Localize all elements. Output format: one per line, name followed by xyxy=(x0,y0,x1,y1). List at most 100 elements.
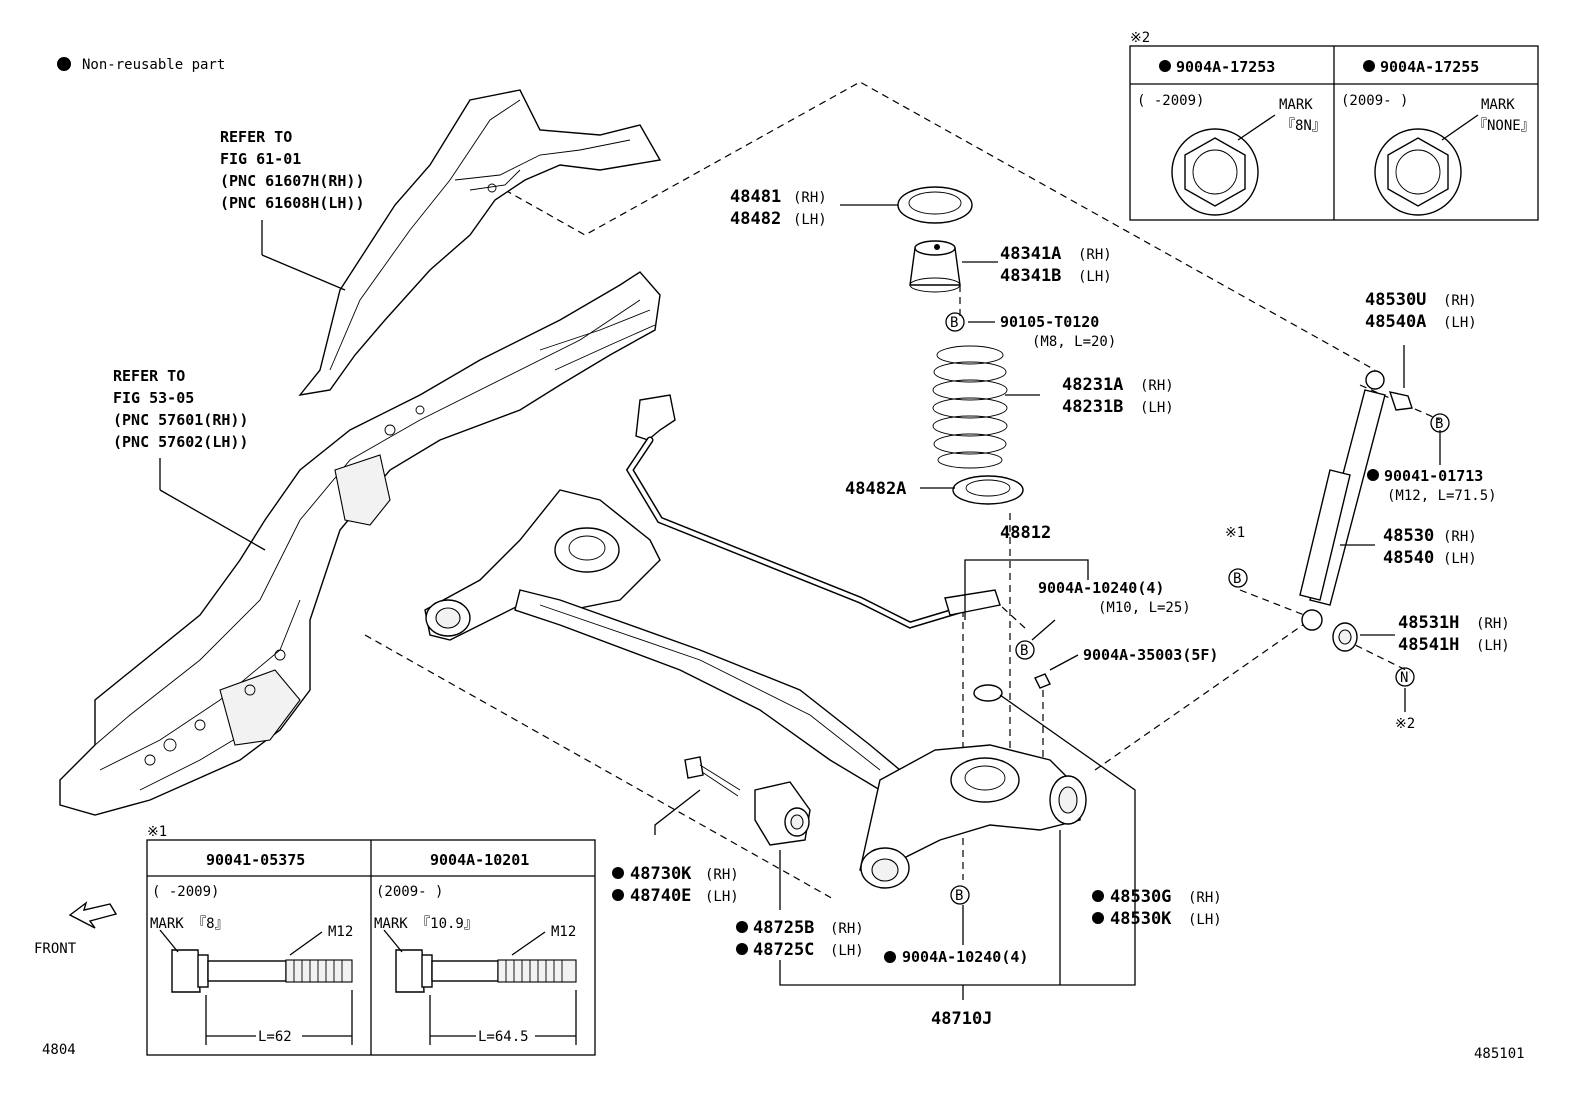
svg-text:48231B: 48231B xyxy=(1062,397,1123,417)
label-48530g: 48530G (RH) 48530K (LH) xyxy=(1092,887,1222,929)
non-reusable-bullet-icon xyxy=(612,867,624,879)
svg-text:48482A: 48482A xyxy=(845,479,906,499)
svg-text:MARK 『10.9』: MARK 『10.9』 xyxy=(374,916,478,932)
bolt-8-icon xyxy=(159,929,353,1045)
ref-fig61: REFER TO FIG 61-01 (PNC 61607H(RH)) (PNC… xyxy=(220,128,365,212)
svg-text:(LH): (LH) xyxy=(1078,269,1112,285)
label-90105: B 90105-T0120 (M8, L=20) xyxy=(945,312,1116,350)
svg-text:M12: M12 xyxy=(328,924,353,940)
coil-spring xyxy=(932,345,1008,469)
label-48341a: 48341A (RH) 48341B (LH) xyxy=(1000,244,1112,286)
svg-text:48530G: 48530G xyxy=(1110,887,1171,907)
dashed-assembly-lines xyxy=(364,81,1441,901)
svg-text:『NONE』: 『NONE』 xyxy=(1473,118,1535,134)
svg-text:(RH): (RH) xyxy=(1078,247,1112,263)
svg-text:(2009- ): (2009- ) xyxy=(1341,93,1408,109)
svg-text:※2: ※2 xyxy=(1130,30,1150,46)
label-48725b: 48725B (RH) 48725C (LH) xyxy=(736,918,864,960)
bushing-48725b xyxy=(754,781,811,846)
label-9004a-10240-lower: B 9004A-10240(4) xyxy=(884,885,1028,966)
svg-text:REFER TO: REFER TO xyxy=(113,367,185,385)
svg-text:48341A: 48341A xyxy=(1000,244,1061,264)
non-reusable-bullet-icon xyxy=(736,921,748,933)
label-48482a: 48482A xyxy=(845,479,906,499)
svg-text:9004A-17255: 9004A-17255 xyxy=(1380,58,1479,76)
svg-text:FIG 61-01: FIG 61-01 xyxy=(220,150,301,168)
non-reusable-bullet-icon xyxy=(1367,469,1379,481)
svg-text:REFER TO: REFER TO xyxy=(220,128,292,146)
bolt-10-9-icon xyxy=(383,929,577,1045)
legend-text: Non-reusable part xyxy=(82,57,225,73)
svg-text:L=64.5: L=64.5 xyxy=(478,1029,529,1045)
label-9004a-35003: 9004A-35003(5F) xyxy=(1083,646,1218,664)
label-48530: 48530 (RH) 48540 (LH) xyxy=(1383,526,1477,568)
front-indicator: FRONT xyxy=(34,901,118,957)
svg-text:(RH): (RH) xyxy=(1140,378,1174,394)
svg-text:48531H: 48531H xyxy=(1398,613,1459,633)
label-48710j: 48710J xyxy=(931,1009,992,1029)
svg-text:(LH): (LH) xyxy=(1443,551,1477,567)
legend: Non-reusable part xyxy=(57,57,225,73)
nut-9004a-35003 xyxy=(1034,673,1051,689)
svg-text:(LH): (LH) xyxy=(793,212,827,228)
svg-text:※2: ※2 xyxy=(1395,716,1415,732)
svg-text:48740E: 48740E xyxy=(630,886,691,906)
non-reusable-bullet-icon xyxy=(57,57,71,71)
body-panel-upper xyxy=(298,89,662,396)
nut-8n-icon xyxy=(1171,114,1276,216)
svg-text:48725B: 48725B xyxy=(753,918,814,938)
table-note2: ※2 9004A-17253 9004A-17255 ( -2009) MARK… xyxy=(1129,30,1539,221)
svg-text:48530K: 48530K xyxy=(1110,909,1172,929)
svg-text:48481: 48481 xyxy=(730,187,781,207)
svg-text:M12: M12 xyxy=(551,924,576,940)
label-48530u: 48530U (RH) 48540A (LH) xyxy=(1365,290,1477,332)
svg-text:B: B xyxy=(955,888,963,904)
svg-text:48812: 48812 xyxy=(1000,523,1051,543)
svg-text:(RH): (RH) xyxy=(1443,529,1477,545)
label-48730k: 48730K (RH) 48740E (LH) xyxy=(612,864,739,906)
svg-text:B: B xyxy=(1020,643,1028,659)
svg-text:48231A: 48231A xyxy=(1062,375,1123,395)
non-reusable-bullet-icon xyxy=(1159,60,1171,72)
svg-text:(LH): (LH) xyxy=(1443,315,1477,331)
figure-number-right: 485101 xyxy=(1474,1046,1525,1062)
non-reusable-bullet-icon xyxy=(1092,890,1104,902)
svg-text:(RH): (RH) xyxy=(793,190,827,206)
bolt-48730k xyxy=(684,756,741,797)
svg-text:(RH): (RH) xyxy=(830,921,864,937)
svg-text:※1: ※1 xyxy=(1225,525,1245,541)
svg-text:9004A-17253: 9004A-17253 xyxy=(1176,58,1275,76)
svg-text:(LH): (LH) xyxy=(705,889,739,905)
svg-text:N: N xyxy=(1400,670,1408,686)
svg-text:(M12, L=71.5): (M12, L=71.5) xyxy=(1387,488,1497,504)
svg-text:(M8, L=20): (M8, L=20) xyxy=(1032,334,1116,350)
shock-absorber xyxy=(1299,370,1413,652)
spring-stack xyxy=(897,186,1024,702)
front-arrow-icon xyxy=(68,901,118,929)
table-note1: ※1 90041-05375 9004A-10201 ( -2009) (200… xyxy=(146,824,596,1056)
non-reusable-bullet-icon xyxy=(1092,912,1104,924)
svg-text:48540A: 48540A xyxy=(1365,312,1426,332)
nut-none-icon xyxy=(1374,114,1479,216)
non-reusable-bullet-icon xyxy=(736,943,748,955)
svg-text:(RH): (RH) xyxy=(1443,293,1477,309)
svg-text:(LH): (LH) xyxy=(1188,912,1222,928)
svg-text:48540: 48540 xyxy=(1383,548,1434,568)
svg-text:※1: ※1 xyxy=(147,824,167,840)
svg-text:(LH): (LH) xyxy=(1476,638,1510,654)
svg-text:MARK: MARK xyxy=(1279,97,1313,113)
svg-text:90041-01713: 90041-01713 xyxy=(1384,467,1483,485)
non-reusable-bullet-icon xyxy=(884,951,896,963)
label-48812: 48812 xyxy=(1000,523,1051,543)
svg-text:『8N』: 『8N』 xyxy=(1281,118,1326,134)
label-9004a-10240: 9004A-10240(4) (M10, L=25) B xyxy=(1015,579,1191,660)
svg-text:(PNC 61608H(LH)): (PNC 61608H(LH)) xyxy=(220,194,365,212)
svg-text:90105-T0120: 90105-T0120 xyxy=(1000,313,1099,331)
body-frame-lower xyxy=(59,271,661,816)
label-48481: 48481 (RH) 48482 (LH) xyxy=(730,187,827,229)
svg-text:9004A-35003(5F): 9004A-35003(5F) xyxy=(1083,646,1218,664)
leader-lines xyxy=(654,204,1441,1000)
svg-text:(RH): (RH) xyxy=(1476,616,1510,632)
svg-text:( -2009): ( -2009) xyxy=(1137,93,1204,109)
